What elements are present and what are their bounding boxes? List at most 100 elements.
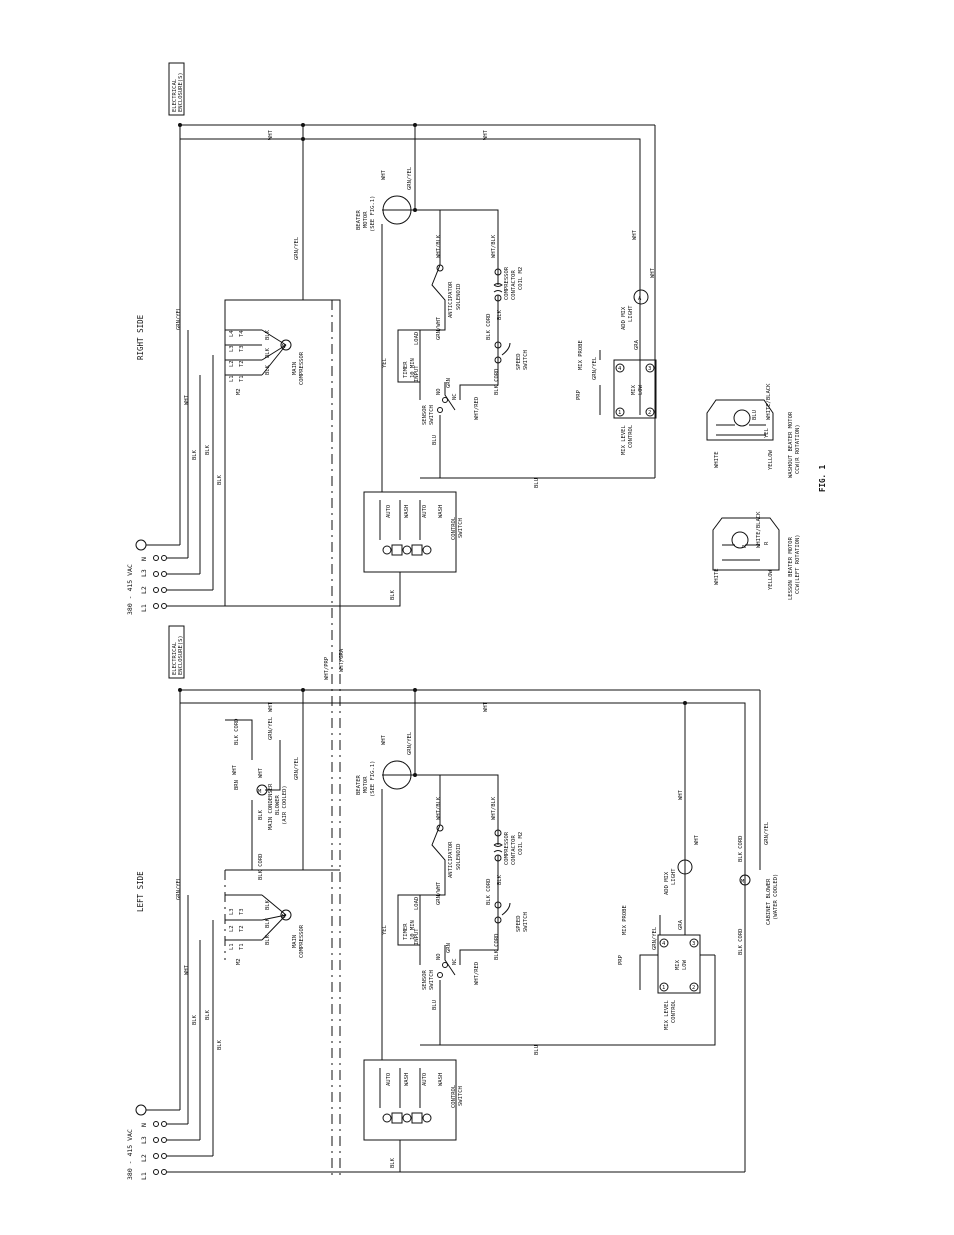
- svg-text:MIX PROBE: MIX PROBE: [622, 905, 628, 935]
- svg-text:(WATER COOLED): (WATER COOLED): [773, 874, 779, 920]
- right-add-mix-light: A ADD MIX LIGHT WHT WHT: [621, 125, 656, 478]
- right-anticipator-solenoid: WHT/BLK ANTICIPATOR SOLENOID GRN/WHT: [420, 210, 462, 340]
- svg-text:WHT: WHT: [678, 789, 684, 800]
- svg-text:BLK: BLK: [205, 444, 211, 455]
- svg-text:BLK: BLK: [217, 1039, 223, 1050]
- svg-text:BLK: BLK: [265, 917, 271, 928]
- svg-text:COMPRESSOR: COMPRESSOR: [299, 351, 305, 385]
- svg-text:3: 3: [692, 941, 695, 947]
- svg-text:WHITE: WHITE: [714, 568, 720, 585]
- svg-text:MAIN: MAIN: [292, 935, 298, 948]
- svg-text:BLK: BLK: [258, 809, 264, 820]
- svg-text:BLK: BLK: [192, 1014, 198, 1025]
- fig1-washout-motor: WHITE/BLACK BLU YEL WHITE YELLOW WASHOUT…: [706, 383, 801, 478]
- svg-text:ANTICIPATOR: ANTICIPATOR: [448, 841, 454, 878]
- svg-text:2: 2: [648, 410, 651, 416]
- svg-text:CONTROL: CONTROL: [451, 516, 457, 540]
- svg-text:T3: T3: [239, 345, 245, 352]
- right-mix-level-control: 4 1 3 2 MIX LOW MIX LEVEL CONTROL GRN/YE…: [576, 339, 657, 478]
- svg-text:ADD MIX: ADD MIX: [664, 871, 670, 895]
- svg-text:GRN/YEL: GRN/YEL: [268, 716, 274, 740]
- left-bus: WHT WHT WHT GRN/YEL GRN/YEL BLK BLK BLK: [176, 688, 760, 1172]
- svg-text:WHITE/BLACK: WHITE/BLACK: [766, 383, 772, 420]
- left-beater-motor: BEATER MOTOR (SEE FIG.1) WHT GRN/YEL: [302, 690, 499, 870]
- svg-text:R: R: [742, 544, 748, 548]
- svg-text:BLK CORD: BLK CORD: [486, 314, 492, 341]
- svg-text:WHT: WHT: [258, 767, 264, 778]
- svg-text:GRN/YEL: GRN/YEL: [176, 876, 182, 900]
- svg-text:T4: T4: [239, 330, 245, 337]
- svg-text:(AIR COOLED): (AIR COOLED): [282, 785, 288, 825]
- svg-text:L3: L3: [140, 1136, 148, 1144]
- svg-text:TIMER: TIMER: [403, 361, 409, 378]
- svg-text:SPEED: SPEED: [516, 915, 522, 932]
- svg-text:BLU: BLU: [752, 410, 758, 420]
- svg-text:SWITCH: SWITCH: [523, 912, 529, 932]
- svg-text:SENSOR: SENSOR: [422, 404, 428, 425]
- svg-text:CONTROL: CONTROL: [671, 999, 677, 1023]
- ground-symbol: [135, 539, 147, 551]
- svg-text:L3: L3: [229, 908, 235, 915]
- svg-text:BLK CORD: BLK CORD: [258, 854, 264, 881]
- right-compressor-contactor: WHT/BLK COMPRESSOR CONTACTOR COIL M2 BLK: [491, 234, 524, 330]
- svg-text:N: N: [140, 1123, 148, 1127]
- svg-text:MIX PROBE: MIX PROBE: [578, 340, 584, 370]
- svg-text:M: M: [282, 914, 286, 920]
- svg-text:SWITCH: SWITCH: [429, 405, 435, 425]
- svg-text:AUTO: AUTO: [422, 505, 428, 518]
- svg-text:BLU: BLU: [534, 478, 540, 488]
- svg-text:L1: L1: [229, 943, 235, 950]
- svg-text:CONTROL: CONTROL: [451, 1084, 457, 1108]
- left-sensor-switch: SENSOR SWITCH NO NC GRN BLU WHT/RED: [419, 943, 480, 1045]
- svg-text:(SEE FIG.1): (SEE FIG.1): [370, 761, 376, 797]
- left-speed-switch: BLK CORD SPEED SWITCH BLK CORD: [459, 879, 529, 965]
- left-main-compressor: M L1 L2 L3 T1 T2 T3 M2 BLK BLK BLK MAIN …: [187, 869, 340, 1156]
- svg-text:BLK: BLK: [390, 1157, 396, 1168]
- svg-text:L1: L1: [140, 1172, 148, 1180]
- svg-text:380 - 415 VAC: 380 - 415 VAC: [126, 1129, 134, 1180]
- svg-text:CONTACTOR: CONTACTOR: [511, 270, 517, 300]
- svg-text:WHT: WHT: [184, 964, 190, 975]
- svg-text:BLK: BLK: [497, 309, 503, 320]
- svg-text:T2: T2: [239, 925, 245, 932]
- svg-text:BLK: BLK: [265, 364, 271, 375]
- svg-text:GRN/YEL: GRN/YEL: [294, 236, 300, 260]
- svg-text:GRA: GRA: [678, 919, 684, 930]
- svg-text:R: R: [764, 541, 770, 545]
- svg-text:GRN/YEL: GRN/YEL: [407, 731, 413, 755]
- svg-text:WHT: WHT: [381, 169, 387, 180]
- svg-text:MIX LEVEL: MIX LEVEL: [664, 1000, 670, 1030]
- svg-text:YELLOW: YELLOW: [768, 569, 774, 590]
- svg-text:WHT: WHT: [381, 734, 387, 745]
- svg-text:SOLENOID: SOLENOID: [456, 284, 462, 311]
- terminal-l3-label: L3: [140, 569, 148, 577]
- svg-text:TIMER: TIMER: [403, 923, 409, 940]
- svg-text:NC: NC: [452, 393, 458, 400]
- svg-text:CCW(R ROTATION): CCW(R ROTATION): [795, 424, 801, 474]
- svg-text:BLK: BLK: [205, 1009, 211, 1020]
- terminal-n-label: N: [140, 557, 148, 561]
- svg-text:MOTOR: MOTOR: [363, 211, 369, 228]
- svg-text:GRN/YEL: GRN/YEL: [592, 356, 598, 380]
- svg-text:BLK: BLK: [217, 474, 223, 485]
- svg-text:BLK CORD: BLK CORD: [494, 934, 500, 961]
- figure-label: FIG. 1: [818, 464, 827, 492]
- svg-text:BEATER: BEATER: [356, 774, 362, 795]
- terminal-l1-label: L1: [140, 604, 148, 612]
- svg-text:WHT/BLK: WHT/BLK: [491, 796, 497, 820]
- svg-text:NC: NC: [452, 958, 458, 965]
- svg-text:MIX: MIX: [631, 384, 637, 395]
- svg-text:YEL: YEL: [382, 924, 388, 935]
- svg-text:MAIN CONDENSER: MAIN CONDENSER: [268, 783, 274, 830]
- svg-text:AUTO: AUTO: [386, 505, 392, 518]
- svg-text:ANTICIPATOR: ANTICIPATOR: [448, 281, 454, 318]
- svg-text:L2: L2: [229, 925, 235, 932]
- svg-text:GRN/YEL: GRN/YEL: [294, 756, 300, 780]
- svg-text:GRA: GRA: [634, 339, 640, 350]
- svg-text:BLU: BLU: [432, 435, 438, 445]
- svg-text:SENSOR: SENSOR: [422, 969, 428, 990]
- svg-text:GRN: GRN: [446, 378, 452, 388]
- svg-text:SOLENOID: SOLENOID: [456, 844, 462, 871]
- svg-text:WHT/RED: WHT/RED: [474, 397, 480, 420]
